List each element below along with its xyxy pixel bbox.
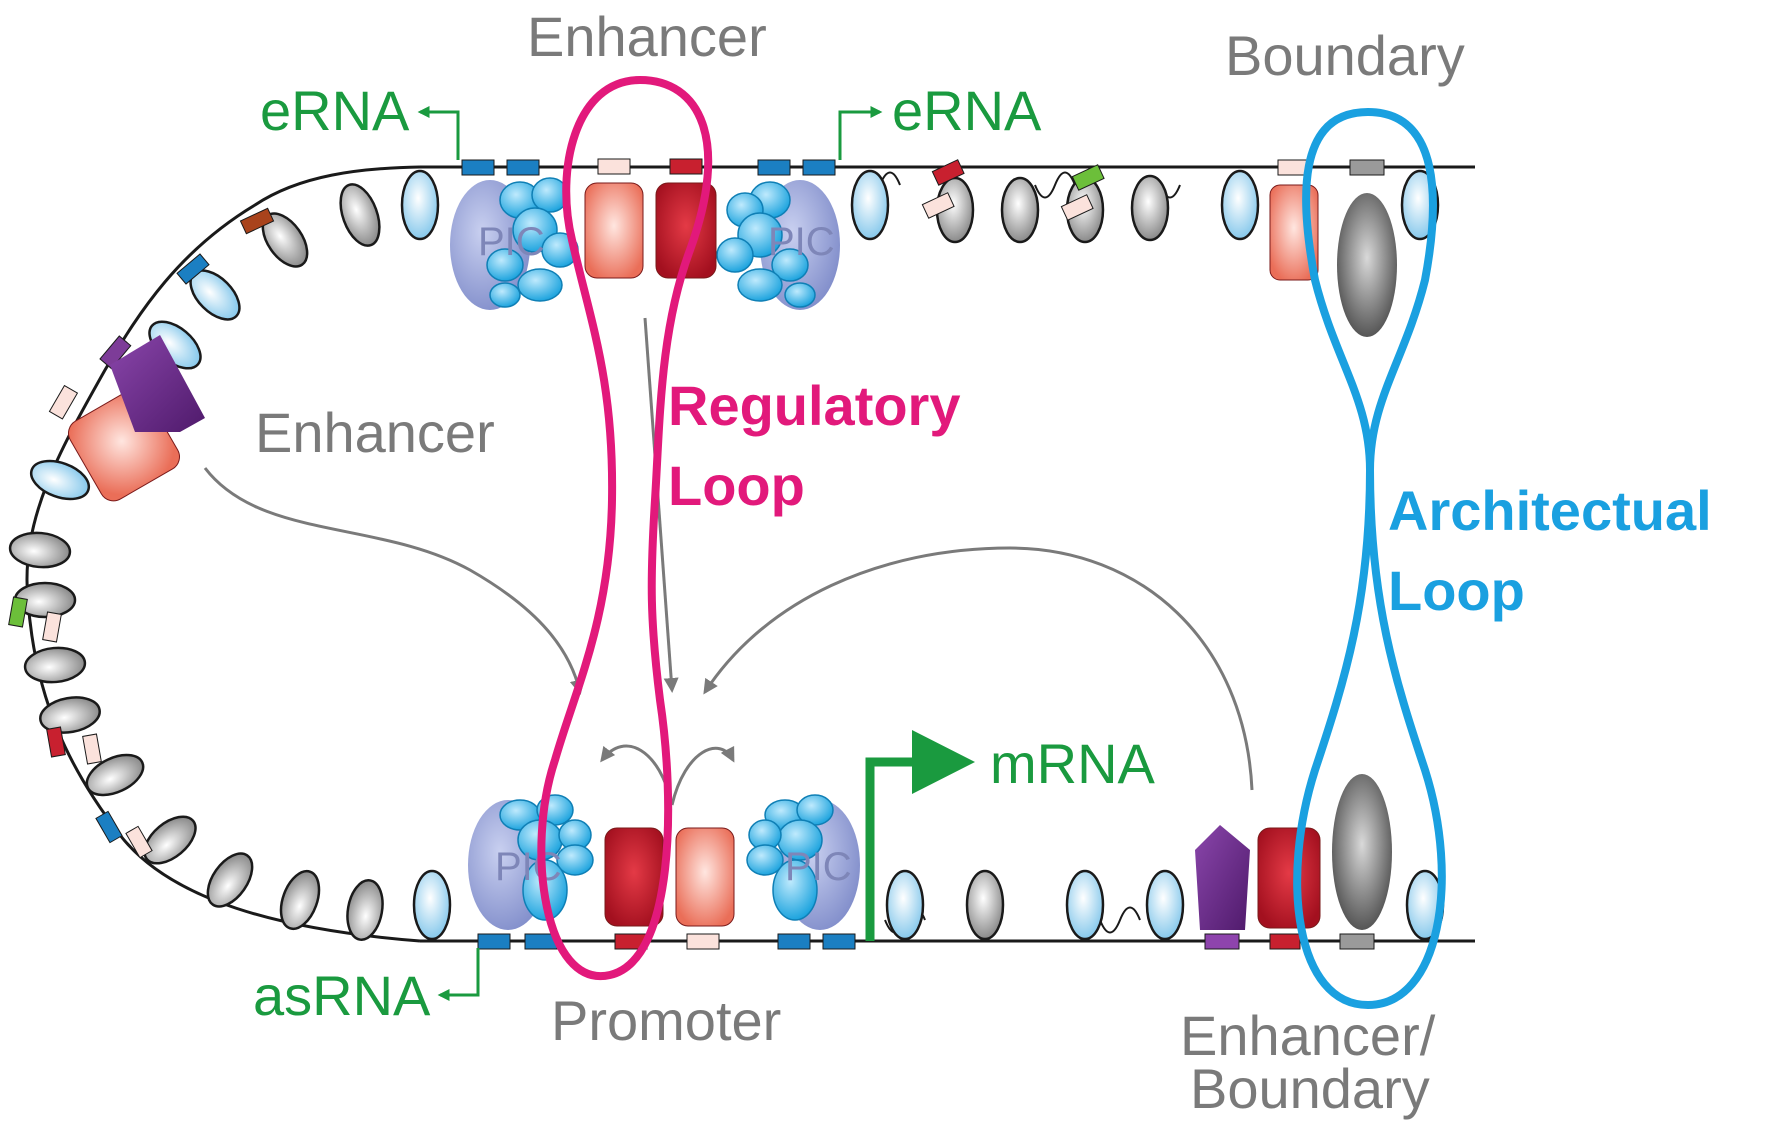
binding-site-blue bbox=[802, 159, 836, 176]
binding-site-salmon bbox=[597, 158, 631, 175]
pic-complex-bottom-left bbox=[468, 794, 594, 930]
binding-site-blue bbox=[777, 933, 811, 950]
nucleosome bbox=[1000, 176, 1040, 244]
binding-site-green bbox=[1071, 164, 1105, 191]
erna-right-arrow bbox=[838, 106, 883, 160]
erna-right-label: eRNA bbox=[892, 79, 1042, 142]
enhancer-boundary-label-line1: Enhancer/ bbox=[1180, 1004, 1436, 1067]
nucleosome bbox=[965, 869, 1005, 941]
factor-enhancer-top-light bbox=[584, 182, 644, 279]
binding-site-blue bbox=[95, 810, 123, 844]
binding-site-blue bbox=[757, 159, 791, 176]
pic-complex-top-right bbox=[716, 180, 840, 310]
nucleosomes-top bbox=[400, 169, 1440, 244]
dna-strand-left-arc bbox=[25, 165, 421, 943]
binding-site-gray bbox=[1349, 159, 1385, 176]
mrna-label: mRNA bbox=[990, 732, 1156, 795]
nucleosome bbox=[143, 815, 197, 865]
binding-site-salmon bbox=[1060, 194, 1094, 221]
nucleosome bbox=[8, 531, 72, 569]
mrna-arrow-stem bbox=[865, 757, 918, 941]
nucleosome bbox=[23, 646, 87, 684]
binding-site-salmon bbox=[82, 733, 102, 765]
binding-site-gray bbox=[1339, 933, 1375, 950]
pic-label-bottom-right: PIC bbox=[785, 845, 852, 889]
promoter-label: Promoter bbox=[551, 989, 781, 1052]
nucleosome bbox=[39, 696, 101, 734]
binding-site-red bbox=[1269, 933, 1301, 950]
dna-linker-wiggle bbox=[859, 171, 1181, 934]
nucleosome bbox=[85, 753, 145, 797]
factor-promoter-light bbox=[675, 827, 735, 927]
binding-site-salmon bbox=[125, 825, 153, 859]
nucleosome bbox=[1145, 869, 1185, 941]
nucleosome bbox=[1220, 169, 1260, 241]
binding-site-red bbox=[931, 159, 965, 186]
mrna-arrowhead bbox=[912, 730, 975, 794]
pic-label-bottom-left: PIC bbox=[495, 845, 562, 889]
nucleosome bbox=[1065, 869, 1105, 941]
factor-enhancer-boundary-dark bbox=[1257, 827, 1321, 929]
nucleosomes-left bbox=[8, 183, 384, 941]
binding-site-green bbox=[8, 596, 28, 628]
nucleosome bbox=[850, 169, 890, 241]
binding-site-brown bbox=[239, 207, 275, 235]
binding-site-salmon bbox=[48, 384, 79, 420]
pic-label-top-right: PIC bbox=[768, 220, 835, 264]
nucleosome bbox=[346, 879, 384, 941]
enhancer-boundary-label-line2: Boundary bbox=[1190, 1057, 1430, 1120]
architectural-protein-bottom bbox=[1332, 774, 1392, 930]
regulatory-loop-label-line2: Loop bbox=[668, 454, 805, 517]
boundary-top-label: Boundary bbox=[1225, 24, 1465, 87]
nucleosome bbox=[206, 852, 254, 908]
transcription-factors bbox=[68, 182, 1321, 929]
binding-site-red bbox=[46, 726, 66, 758]
erna-left-arrow bbox=[417, 106, 460, 160]
binding-site-salmon bbox=[921, 192, 955, 219]
binding-site-blue bbox=[822, 933, 856, 950]
binding-site-salmon bbox=[686, 933, 720, 950]
pic-complex-bottom-right bbox=[746, 794, 860, 930]
pic-label-top-left: PIC bbox=[478, 220, 545, 264]
binding-site-blue bbox=[506, 159, 540, 176]
binding-site-red bbox=[669, 158, 703, 175]
regulatory-loop bbox=[537, 75, 713, 981]
nucleosome bbox=[29, 459, 91, 501]
nucleosome bbox=[885, 869, 925, 941]
nucleosome bbox=[279, 869, 321, 931]
binding-site-blue bbox=[176, 253, 210, 285]
binding-site-purple bbox=[1204, 933, 1240, 950]
purple-factor-bottom bbox=[1195, 825, 1250, 930]
nucleosome bbox=[339, 183, 381, 247]
erna-left-label: eRNA bbox=[260, 79, 410, 142]
binding-site-blue bbox=[477, 933, 511, 950]
purple-factor-left bbox=[110, 335, 205, 432]
architectural-loop bbox=[1293, 107, 1446, 1010]
binding-site-salmon bbox=[42, 611, 62, 643]
architectural-protein-top bbox=[1337, 193, 1397, 337]
nucleosome bbox=[400, 169, 440, 241]
architectual-loop-label-line1: Architectual bbox=[1388, 479, 1712, 542]
binding-site-blue bbox=[461, 159, 495, 176]
binding-site-purple bbox=[99, 335, 132, 370]
asrna-arrow bbox=[437, 948, 480, 1001]
architectual-loop-label-line2: Loop bbox=[1388, 559, 1525, 622]
regulatory-loop-label-line1: Regulatory bbox=[668, 374, 961, 437]
binding-sites bbox=[8, 158, 1385, 950]
asrna-label: asRNA bbox=[253, 964, 431, 1027]
enhancer-top-label: Enhancer bbox=[527, 5, 767, 68]
nucleosomes-bottom bbox=[412, 869, 1445, 941]
rna-arrows bbox=[417, 106, 918, 1001]
nucleosome bbox=[1130, 174, 1170, 242]
enhancer-left-label: Enhancer bbox=[255, 401, 495, 464]
nucleosome bbox=[412, 869, 452, 941]
